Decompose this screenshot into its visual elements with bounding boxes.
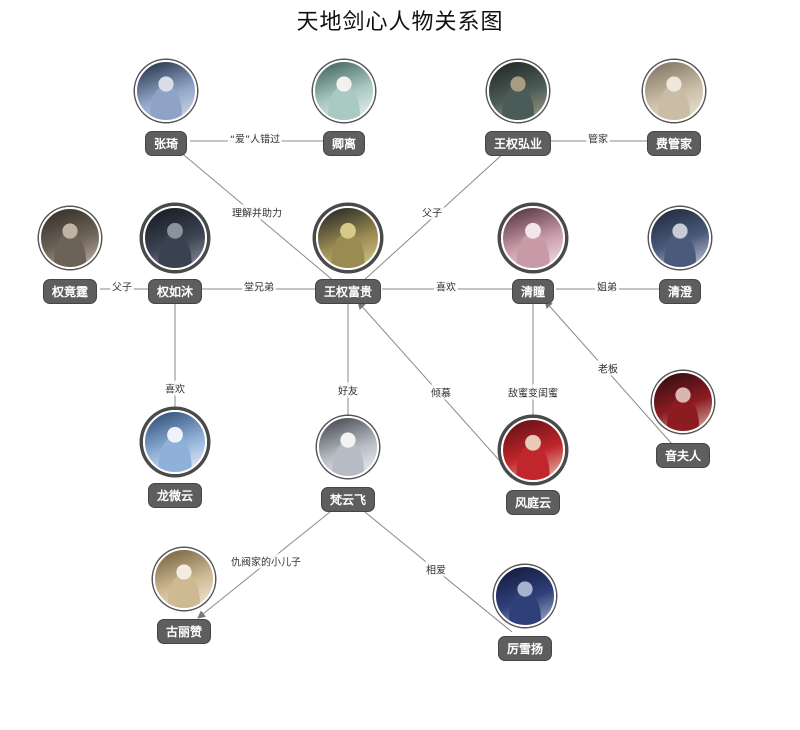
name-badge-qingcheng[interactable]: 清澄	[658, 279, 702, 304]
avatar-fengtingyun[interactable]	[501, 418, 565, 482]
name-badge-yinfuren[interactable]: 音夫人	[655, 443, 711, 468]
diagram-title: 天地剑心人物关系图	[296, 10, 504, 35]
avatar-longweiyun[interactable]	[143, 410, 207, 474]
edge-label-qingtong-fengtingyun: 敌蜜变闺蜜	[506, 384, 560, 400]
avatar-lixueyang[interactable]	[494, 565, 556, 627]
avatar-quanrumu[interactable]	[143, 206, 207, 270]
edge-label-quanjingting-quanrumu: 父子	[110, 278, 134, 294]
edge-label-fengtingyun-wangquanfugui: 倾慕	[429, 384, 453, 400]
name-badge-feiguanjia[interactable]: 费管家	[646, 131, 702, 156]
name-badge-quanrumu[interactable]: 权如沐	[147, 279, 203, 304]
edge-label-yinfuren-qingtong: 老板	[596, 360, 620, 376]
name-badge-zhangqi[interactable]: 张琦	[144, 131, 188, 156]
name-badge-wangquanhongye[interactable]: 王权弘业	[484, 131, 552, 156]
edge-label-fanyunfei-lixueyang: 相爱	[424, 561, 448, 577]
name-badge-fanyunfei[interactable]: 梵云飞	[320, 487, 376, 512]
name-badge-qingli[interactable]: 卿离	[322, 131, 366, 156]
avatar-wangquanfugui[interactable]	[316, 206, 380, 270]
name-badge-lixueyang[interactable]: 厉雪扬	[497, 636, 553, 661]
edge-label-wangquanhongye-feiguanjia: 管家	[586, 130, 610, 146]
edge-label-wangquanfugui-fanyunfei: 好友	[336, 382, 360, 398]
name-badge-quanjingting[interactable]: 权竟霆	[42, 279, 98, 304]
avatar-feiguanjia[interactable]	[643, 60, 705, 122]
avatar-qingli[interactable]	[313, 60, 375, 122]
edge-label-quanrumu-wangquanfugui: 堂兄弟	[242, 278, 276, 294]
avatar-zhangqi[interactable]	[135, 60, 197, 122]
name-badge-fengtingyun[interactable]: 风庭云	[505, 490, 561, 515]
avatar-qingtong[interactable]	[501, 206, 565, 270]
avatar-fanyunfei[interactable]	[317, 416, 379, 478]
edge-label-zhangqi-wangquanfugui: 理解并助力	[230, 204, 284, 220]
edge-label-quanrumu-longweiyun: 喜欢	[163, 380, 187, 396]
avatar-yinfuren[interactable]	[652, 371, 714, 433]
edge-label-wangquanhongye-wangquanfugui: 父子	[420, 204, 444, 220]
name-badge-longweiyun[interactable]: 龙微云	[147, 483, 203, 508]
avatar-wangquanhongye[interactable]	[487, 60, 549, 122]
avatar-gulizan[interactable]	[153, 548, 215, 610]
avatar-qingcheng[interactable]	[649, 207, 711, 269]
edge-label-wangquanfugui-qingtong: 喜欢	[434, 278, 458, 294]
name-badge-wangquanfugui[interactable]: 王权富贵	[314, 279, 382, 304]
edge-label-fanyunfei-gulizan: 仇阀家的小儿子	[229, 553, 303, 569]
edge-label-qingtong-qingcheng: 姐弟	[595, 278, 619, 294]
name-badge-qingtong[interactable]: 清瞳	[511, 279, 555, 304]
name-badge-gulizan[interactable]: 古丽赞	[156, 619, 212, 644]
edge-label-zhangqi-qingli: “爱”人错过	[227, 130, 283, 146]
avatar-quanjingting[interactable]	[39, 207, 101, 269]
